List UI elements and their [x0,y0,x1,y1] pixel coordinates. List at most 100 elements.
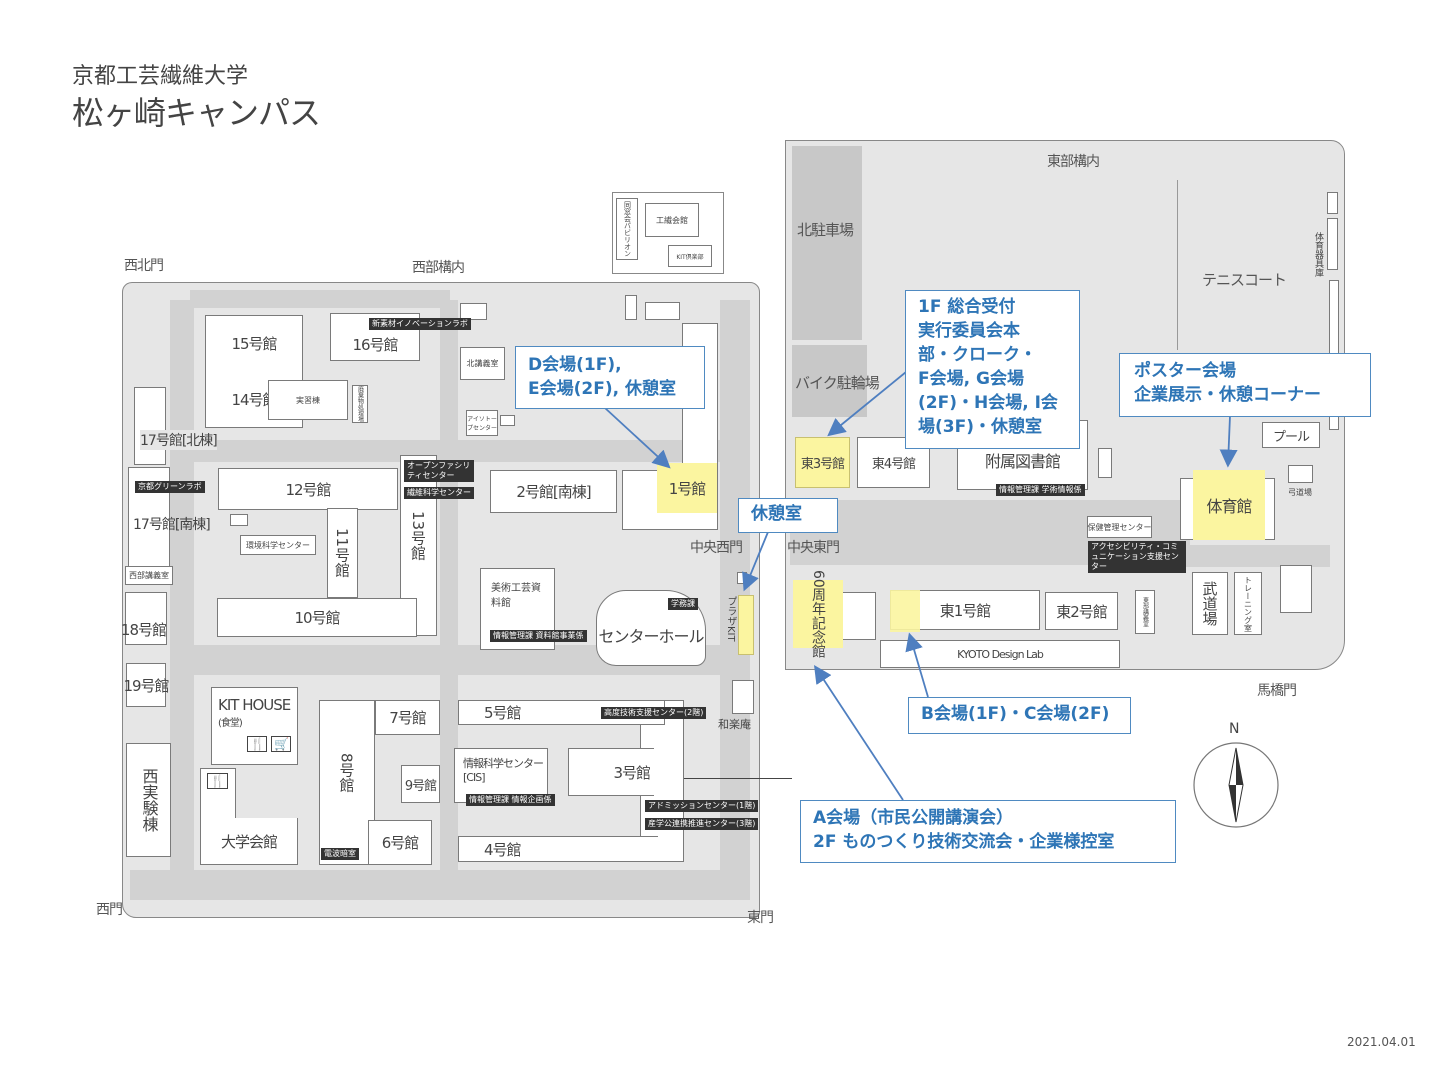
tag-library: 情報管理課 学術情報係 [996,484,1085,496]
label-b17s: 17号館[南棟] [133,517,211,533]
cart-icon: 🛒 [271,736,291,752]
label-cis: 情報科学センター [463,757,544,770]
gate-central-east: 中央東門 [787,540,840,556]
road [170,300,194,880]
compass-icon [1193,742,1279,828]
gate-east: 東門 [747,910,774,926]
building-isotope: アイソトープセンター [466,410,498,436]
building-small [625,295,637,320]
building-plaza-kit [738,595,754,655]
gate-central-west: 中央西門 [690,540,743,556]
area-parking [792,146,862,340]
tag-denpa: 電波暗室 [321,848,359,860]
building-small [737,572,747,584]
label-b17n: 17号館[北棟] [140,430,218,450]
building-9: 9号館 [401,765,440,803]
tag-open-facility: オープンファシリティセンター [404,460,474,482]
building-8: 8号館 [319,700,375,865]
tag-sangaku: 産学公連携推進センター(3階) [645,818,759,830]
callout-d-e: D会場(1F), E会場(2F), 休憩室 [515,346,705,409]
tag-shinsozai: 新素材イノベーションラボ [369,318,471,330]
building-kyoto-design-lab: KYOTO Design Lab [880,640,1120,668]
gate-west: 西門 [96,902,123,918]
label-b15: 15号館 [231,335,277,354]
gate-northwest: 西北門 [124,258,164,274]
building-jisshu: 実習棟 [268,380,348,420]
building-small [500,415,515,426]
university-name: 京都工芸繊維大学 [72,64,249,89]
label-tennis: テニスコート [1202,271,1287,289]
building-2-south: 2号館[南棟] [490,470,617,513]
date: 2021.04.01 [1347,1035,1416,1049]
tag-kodo: 高度技術支援センター(2階) [601,707,707,719]
building-center-hall: センターホール [596,590,706,666]
building-small [1327,218,1338,270]
building-small [460,303,487,320]
compass-north-label: N [1229,721,1240,737]
callout-rest: 休憩室 [738,498,838,533]
label-cis-sub: [CIS] [463,771,485,784]
label-warakuan: 和楽庵 [718,718,751,731]
campus-name: 松ヶ崎キャンパス [72,94,321,132]
building-small [230,514,248,526]
tag-cis: 情報管理課 情報企画係 [466,794,555,806]
building-12: 12号館 [218,468,398,510]
restaurant-icon: 🍴 [247,736,267,752]
road [180,440,740,462]
building-kita-kogi: 北講義室 [460,347,505,380]
tag-seni: 繊維科学センター [404,487,474,499]
building-e2: 東2号館 [1045,592,1118,630]
building-6: 6号館 [368,820,432,865]
building-hoken: 保健管理センター [1087,516,1152,538]
label-sixty: 60周年 [810,570,826,616]
tag-admission: アドミッションセンター(1階) [645,800,759,812]
building-small [1280,565,1312,613]
label-kithouse-sub: (食堂) [218,718,243,729]
building-17n [134,387,166,465]
restaurant-icon: 🍴 [207,773,228,789]
building-daigaku-kaikan: 大学会館 [200,818,298,865]
building-11: 11号館 [327,508,358,598]
building-small [645,302,680,320]
tag-accessibility: アクセシビリティ・コミュニケーション支援センター [1088,541,1186,573]
label-b14: 14号館 [231,390,277,409]
building-7: 7号館 [375,700,440,735]
building-training: トレーニング室 [1234,572,1262,635]
building-e3: 東3号館 [795,437,850,488]
building-kosen-kaikan: 工繊会館 [645,203,699,237]
label-kithouse: KIT HOUSE [218,696,291,714]
building-seibu-kogi: 西部講義室 [125,566,173,585]
callout-b-c: B会場(1F)・C会場(2F) [908,697,1131,734]
building-small [1098,448,1112,478]
building-kankyo: 環境科学センター [240,535,316,555]
road [190,290,450,308]
building-warakuan [732,680,754,714]
building-kithouse: KIT HOUSE (食堂) 🛒 🍴 [211,687,298,765]
label-plaza-kit: プラザKIT [725,596,736,642]
building-pavilion: 同窓会パビリオン [616,198,638,260]
building-haikibutsu: 廃棄物処理場 [352,385,368,423]
road [1140,545,1330,567]
building-10: 10号館 [217,598,417,637]
highlight-e1 [890,590,920,632]
callout-poster: ポスター会場 企業展示・休憩コーナー [1119,353,1371,417]
building-18: 18号館 [121,592,167,645]
building-tobu-kogi: 東部講義室 [1135,590,1155,634]
building-kyudo [1288,465,1313,483]
building-gym: 体育館 [1193,470,1265,540]
area-west: 西部構内 [412,260,465,276]
building-nishi-jikken: 西実験棟 [126,743,171,857]
road [440,300,458,880]
tag-gakumu: 学務課 [668,598,698,610]
arrow-a [814,664,904,801]
label-kyudo: 弓道場 [1288,488,1312,497]
building-kit-club: KIT倶楽部 [668,245,712,267]
label-taiiku-kigu: 体育器具庫 [1313,232,1323,277]
callout-a: A会場（市民公開講演会） 2F ものつくり技術交流会・企業様控室 [800,800,1176,863]
area-east: 東部構内 [1047,154,1100,170]
label-parking: 北駐車場 [797,221,854,239]
leader-line [684,778,792,779]
building-pool: プール [1262,422,1320,448]
gate-umahashi: 馬橋門 [1257,683,1297,699]
